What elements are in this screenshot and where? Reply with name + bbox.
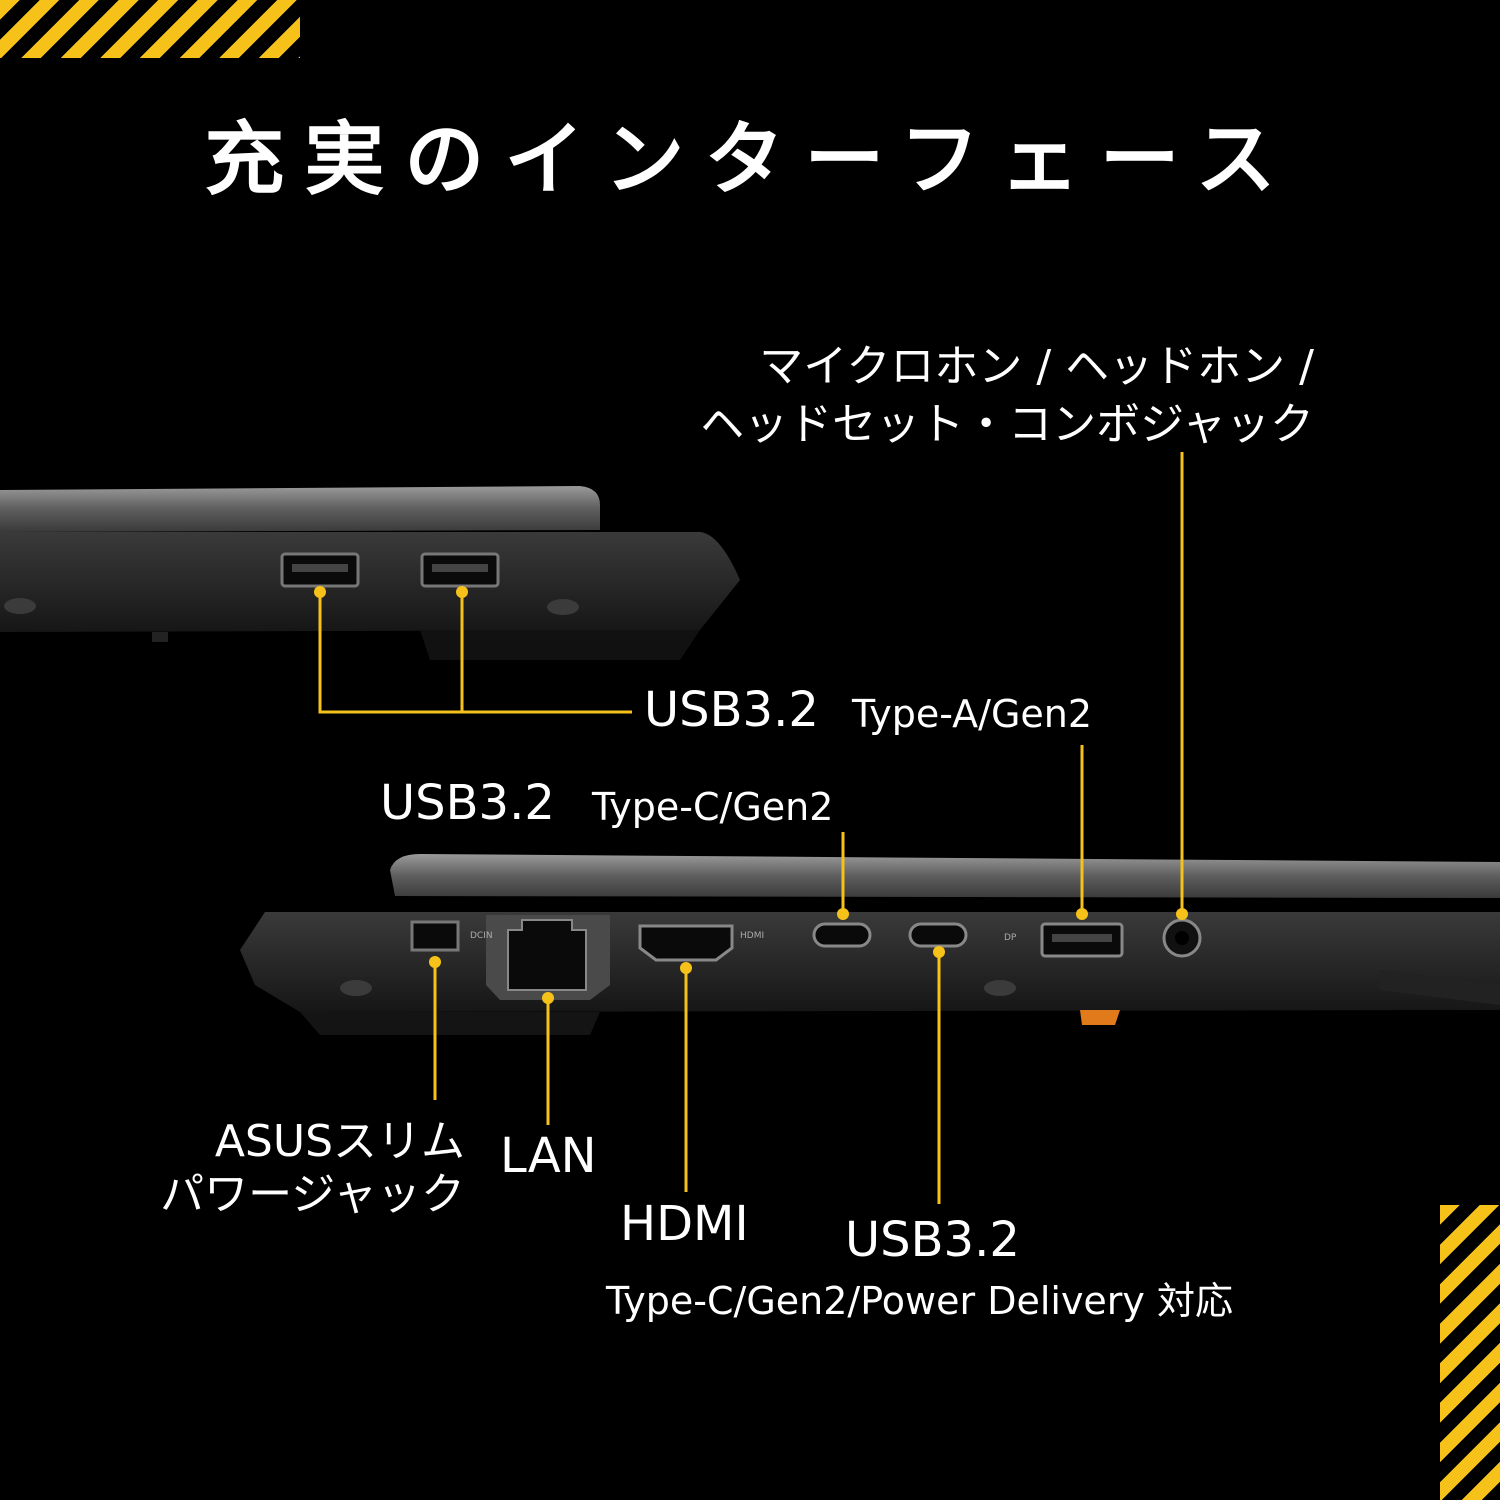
laptop-top-side xyxy=(0,486,740,660)
hazard-stripes-top-left xyxy=(0,0,300,58)
usb-pd-label-sub: Type-C/Gen2/Power Delivery 対応 xyxy=(606,1279,1234,1323)
power-jack-port xyxy=(410,920,460,952)
audio-jack-label-line1: マイクロホン / ヘッドホン / xyxy=(759,341,1314,392)
usb-c-label-main: USB3.2 xyxy=(380,775,555,831)
usb-a-port-2 xyxy=(420,552,500,588)
usb-c-port-1 xyxy=(812,922,872,948)
usb-a-port-3 xyxy=(1040,922,1124,958)
usb-pd-label-main: USB3.2 xyxy=(845,1212,1020,1268)
lan-label: LAN xyxy=(500,1128,597,1184)
hdmi-label: HDMI xyxy=(620,1196,749,1252)
usb-a-label-sub: Type-A/Gen2 xyxy=(852,692,1093,736)
usb-c-label-sub: Type-C/Gen2 xyxy=(592,785,834,829)
hdmi-port xyxy=(638,924,734,962)
dp-marking: DP xyxy=(1004,933,1017,943)
power-jack-label-line2: パワージャック xyxy=(160,1169,465,1220)
callout-dots xyxy=(314,586,1188,1004)
lan-port xyxy=(486,915,610,1000)
audio-jack-label-line2: ヘッドセット・コンボジャック xyxy=(700,399,1314,450)
audio-jack-port xyxy=(1162,918,1202,958)
callout-lines xyxy=(318,452,1184,1204)
usb-a-label-main: USB3.2 xyxy=(644,682,819,738)
dcin-marking: DCIN xyxy=(470,931,493,941)
usb-a-port-1 xyxy=(280,552,360,588)
hdmi-marking: HDMI xyxy=(740,931,764,941)
hazard-stripes-bottom-right xyxy=(1440,1205,1500,1500)
power-jack-label-line1: ASUSスリム xyxy=(214,1116,465,1167)
usb-c-port-2 xyxy=(908,922,968,948)
page-title: 充実のインターフェース xyxy=(204,113,1296,206)
